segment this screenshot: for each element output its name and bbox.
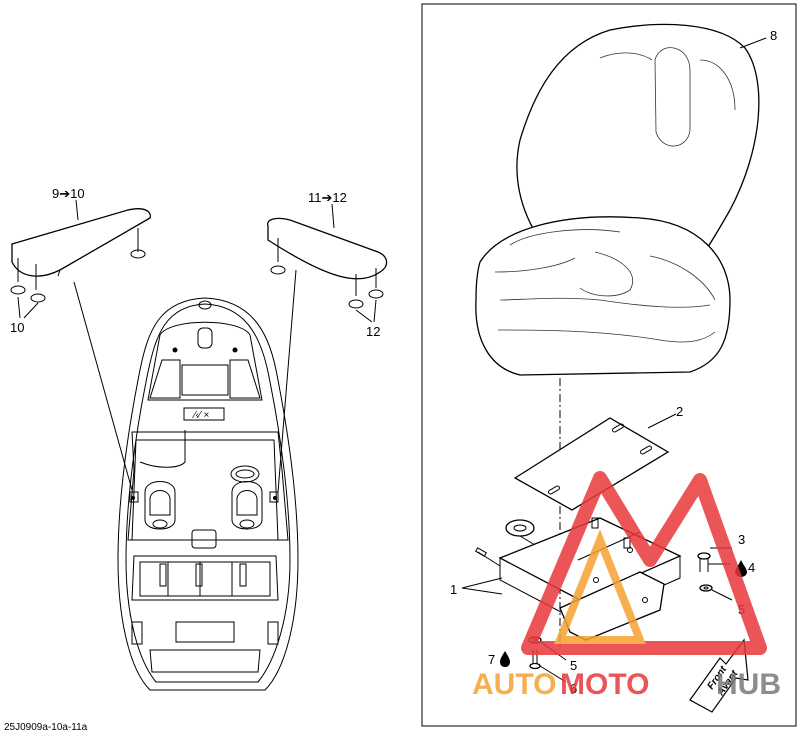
callout-5-lower: 5: [570, 658, 577, 673]
callout-7: 7: [488, 652, 495, 667]
callout-4: 4: [748, 560, 755, 575]
drop-icon-7: [500, 651, 510, 667]
callout-9-10: 9➔10: [52, 186, 85, 201]
boat-top-view: ⁄‹⁄ ×: [117, 297, 299, 691]
left-armrest: [10, 199, 151, 491]
callout-1: 1: [450, 582, 457, 597]
seat-assembly-frame: [421, 3, 797, 727]
svg-text:AUTO: AUTO: [472, 668, 556, 701]
callout-12: 12: [366, 324, 380, 339]
watermark-logo: AUTO MOTO HUB: [472, 471, 781, 701]
callout-6: 6: [570, 681, 577, 696]
svg-text:MOTO: MOTO: [560, 668, 649, 701]
mounting-plate: [513, 413, 677, 511]
seat-cushion: [475, 23, 767, 376]
callout-10: 10: [10, 320, 24, 335]
svg-text:HUB: HUB: [716, 668, 781, 701]
callout-8: 8: [770, 28, 777, 43]
callout-2: 2: [676, 404, 683, 419]
callout-3: 3: [738, 532, 745, 547]
callout-11-12: 11➔12: [308, 190, 347, 205]
diagram-code: 25J0909a-10a-11a: [4, 722, 88, 733]
svg-text:⁄‹⁄ ×: ⁄‹⁄ ×: [191, 410, 209, 421]
right-armrest: [267, 203, 388, 493]
